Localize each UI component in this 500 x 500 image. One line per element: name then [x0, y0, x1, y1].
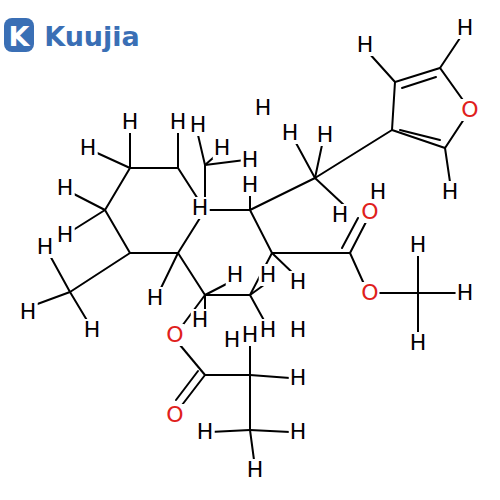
bond-lines	[32, 38, 470, 460]
atom-label: H	[213, 137, 232, 159]
atom-label: H	[246, 459, 265, 481]
atom-label: O	[165, 404, 184, 426]
atom-label: H	[409, 234, 428, 256]
atom-label: H	[83, 319, 102, 341]
atom-label: H	[56, 224, 75, 246]
atom-label: H	[169, 111, 188, 133]
atom-label: H	[259, 319, 278, 341]
atom-label: H	[121, 111, 140, 133]
atom-label: H	[223, 329, 242, 351]
atom-label: H	[316, 124, 335, 146]
atom-label: H	[56, 177, 75, 199]
atom-label: H	[409, 332, 428, 354]
atom-label: O	[460, 99, 479, 121]
atom-label: H	[241, 149, 260, 171]
atom-label: H	[241, 324, 260, 346]
atom-label: H	[281, 122, 300, 144]
atom-label: H	[196, 421, 215, 443]
atom-label: H	[331, 204, 350, 226]
atom-label: H	[289, 319, 308, 341]
atom-label: H	[191, 197, 210, 219]
atom-label: H	[456, 282, 475, 304]
atom-label: H	[456, 17, 475, 39]
atom-label: H	[254, 97, 273, 119]
atom-label: H	[369, 181, 388, 203]
atom-label: H	[356, 34, 375, 56]
logo-badge	[4, 18, 34, 52]
atom-label: H	[441, 181, 460, 203]
atom-label: H	[19, 301, 38, 323]
atom-label: H	[36, 236, 55, 258]
watermark-text: Kuujia	[43, 23, 141, 50]
atom-label: H	[241, 174, 260, 196]
atom-label: H	[189, 114, 208, 136]
atom-label: H	[79, 137, 98, 159]
atom-label: H	[146, 287, 165, 309]
atom-label: H	[191, 309, 210, 331]
watermark-text: K	[8, 23, 31, 50]
atom-label: H	[289, 421, 308, 443]
atom-label: O	[165, 324, 184, 346]
atom-label: H	[226, 264, 245, 286]
atom-label: H	[259, 264, 278, 286]
atom-label: H	[289, 367, 308, 389]
atom-label: O	[360, 201, 379, 223]
atom-label: H	[289, 271, 308, 293]
atom-label: O	[360, 282, 379, 304]
